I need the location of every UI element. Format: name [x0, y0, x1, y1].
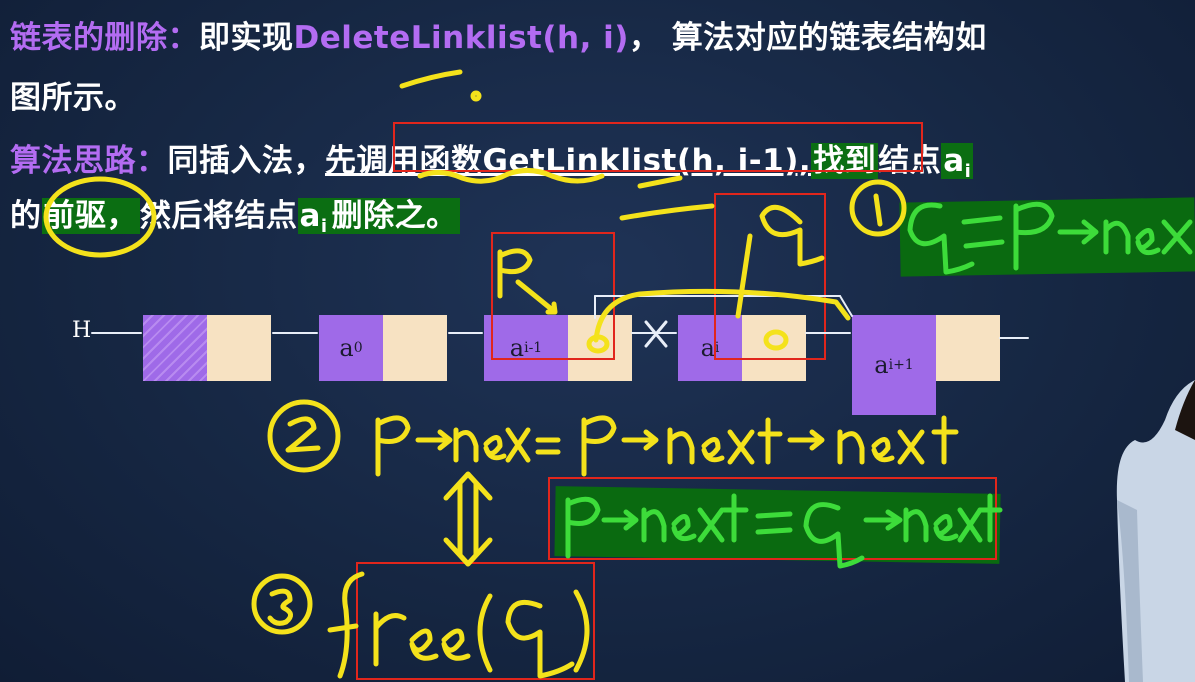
boxed-call: 先调用函数GetLinklist(h, i-1),: [325, 143, 812, 179]
ai-subscript: i: [964, 161, 972, 182]
function-name: DeleteLinklist(h, i): [293, 20, 629, 56]
green-ink: [565, 201, 1193, 569]
line1-lead: 即实现: [199, 20, 294, 56]
yellow-ink: [43, 69, 959, 679]
head-label: H: [72, 318, 92, 343]
node-ai-1-label: a: [509, 334, 525, 362]
node-ai-label: ai: [941, 143, 974, 182]
ai-letter-2: a: [299, 198, 321, 234]
line3-lead: 同插入法，: [167, 143, 325, 179]
red-box-free: [356, 562, 595, 680]
line3-tail: 结点: [878, 143, 942, 179]
ai-letter: a: [943, 143, 965, 179]
node-a0-ptr: [383, 315, 447, 381]
node-ai-sub-d: i: [714, 340, 720, 356]
node-ai-label-2: ai: [297, 198, 330, 237]
red-box-q: [714, 193, 826, 360]
head-node: [143, 315, 271, 381]
head-node-ptr: [207, 315, 271, 381]
line4-mid: 然后将结点: [140, 198, 298, 234]
node-ai-label-d: a: [700, 334, 715, 362]
node-a0-label: a: [339, 334, 354, 362]
section-heading: 链表的删除：: [10, 20, 199, 56]
ai-subscript-2: i: [320, 216, 328, 237]
title-line: 链表的删除：即实现DeleteLinklist(h, i)， 算法对应的链表结构…: [10, 12, 987, 57]
node-ai-1-sub: i-1: [524, 340, 543, 356]
red-box-getlinklist: [393, 122, 923, 172]
cut-mark: [644, 320, 668, 348]
head-node-data: [143, 315, 207, 381]
presenter-image: [1116, 380, 1195, 682]
node-ai+1-sub: i+1: [888, 357, 914, 373]
line2-text: 图所示。: [10, 80, 136, 116]
highlight-find: 找到: [811, 143, 879, 179]
algorithm-line: 算法思路：同插入法，先调用函数GetLinklist(h, i-1),找到结点a…: [10, 135, 974, 182]
red-box-p-next-assign: [548, 477, 997, 560]
line2: 图所示。: [10, 72, 136, 117]
line1-tail: ， 算法对应的链表结构如: [628, 20, 987, 56]
algorithm-heading: 算法思路：: [10, 143, 168, 179]
list-arrows: [91, 295, 1029, 339]
node-a0-sub: 0: [353, 340, 363, 356]
highlight-delete: 删除之。: [329, 198, 460, 234]
node-ai+1-label: a: [874, 351, 889, 379]
highlight-predecessor: 前驱，: [41, 198, 140, 234]
node-ai+1-ptr: [936, 315, 1000, 381]
line4-prefix: 的: [10, 198, 42, 234]
